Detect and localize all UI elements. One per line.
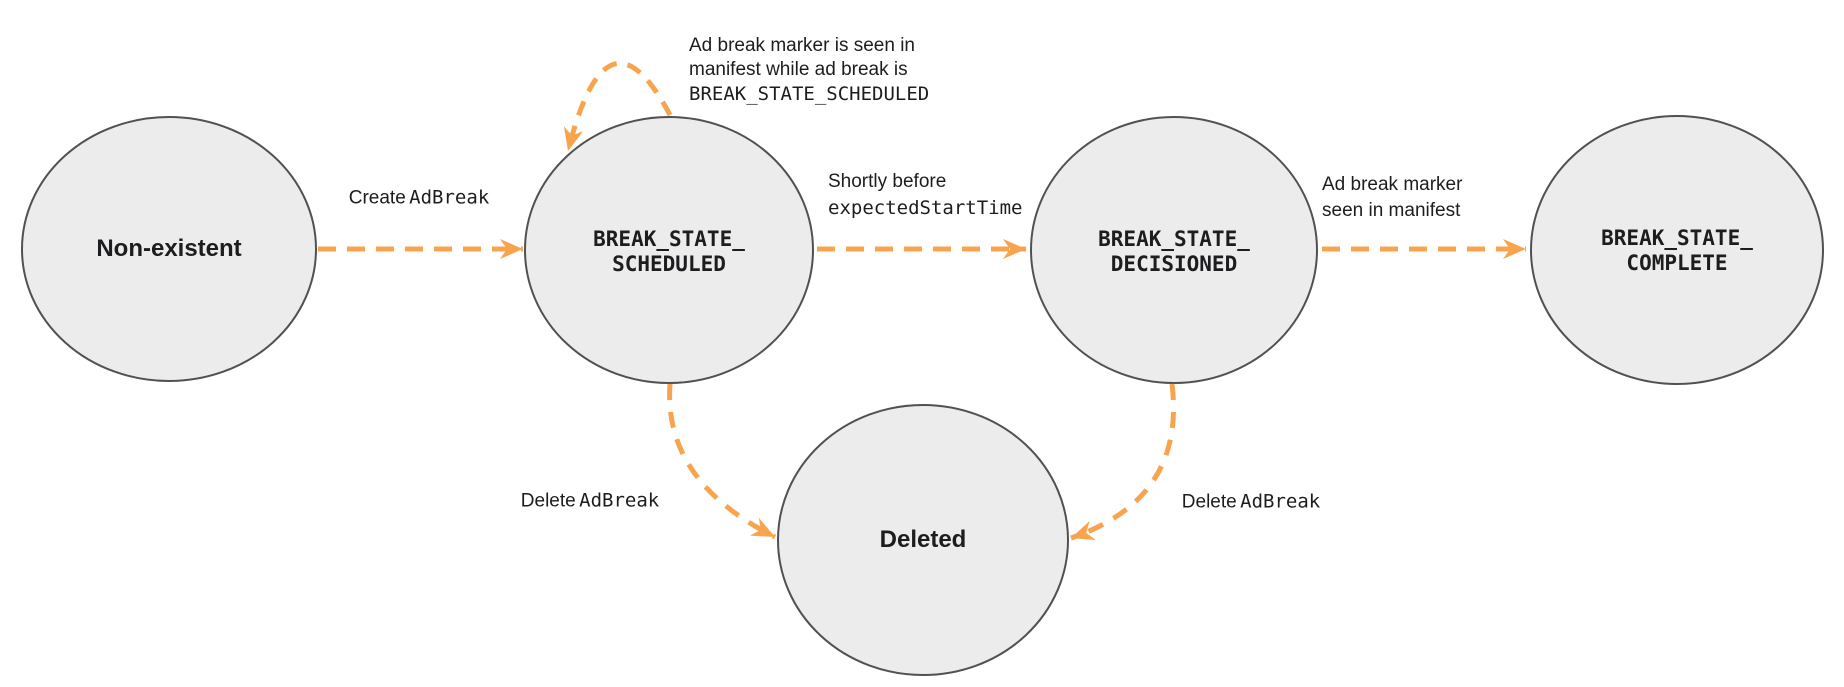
edge-label-code: AdBreak: [1240, 490, 1321, 513]
node-label-line: SCHEDULED: [612, 252, 726, 276]
edge-label-code: AdBreak: [409, 186, 490, 209]
node-label-line: BREAK_STATE_: [593, 227, 745, 251]
edge-label-text: Delete: [520, 490, 576, 512]
state-node-deleted: [777, 404, 1069, 676]
edge-label-text: Ad break marker: [1322, 174, 1463, 195]
state-node-non-existent: [21, 116, 317, 382]
transition-arrow-decisioned-to-deleted: [1070, 383, 1176, 541]
node-label-scheduled: BREAK_STATE_ SCHEDULED: [593, 227, 745, 277]
edge-label-text: manifest while ad break is: [689, 59, 908, 80]
transition-arrow-scheduled-to-deleted: [667, 383, 777, 540]
node-label-decisioned: BREAK_STATE_ DECISIONED: [1098, 227, 1250, 277]
edge-label-text: Ad break marker is seen in: [689, 35, 915, 56]
node-label-line: COMPLETE: [1626, 251, 1728, 275]
node-label-line: DECISIONED: [1110, 252, 1238, 276]
edge-label-text: Shortly before: [828, 171, 947, 192]
node-label-non-existent: Non-existent: [96, 235, 242, 262]
edge-label-code: expectedStartTime: [828, 197, 1023, 219]
edge-label-text: Create: [348, 187, 406, 209]
node-label-line: BREAK_STATE_: [1601, 226, 1753, 250]
state-node-scheduled: [524, 116, 814, 384]
edge-label-self-loop-note: Ad break marker is seen in manifest whil…: [689, 34, 929, 106]
edge-label-text: Delete: [1181, 491, 1237, 513]
edge-label-code: AdBreak: [579, 489, 660, 512]
edge-label-text: seen in manifest: [1322, 200, 1461, 221]
node-label-complete: BREAK_STATE_ COMPLETE: [1601, 226, 1753, 276]
node-label-line: BREAK_STATE_: [1098, 227, 1250, 251]
state-node-decisioned: [1030, 116, 1318, 384]
edge-label-code: BREAK_STATE_SCHEDULED: [689, 83, 930, 105]
state-node-complete: [1530, 115, 1824, 385]
transition-arrow-scheduled-self-loop: [563, 60, 673, 152]
edge-label-shortly-before: Shortly before expectedStartTime: [828, 169, 1022, 221]
edge-label-marker-seen: Ad break marker seen in manifest: [1322, 172, 1462, 224]
node-label-deleted: Deleted: [879, 526, 967, 553]
